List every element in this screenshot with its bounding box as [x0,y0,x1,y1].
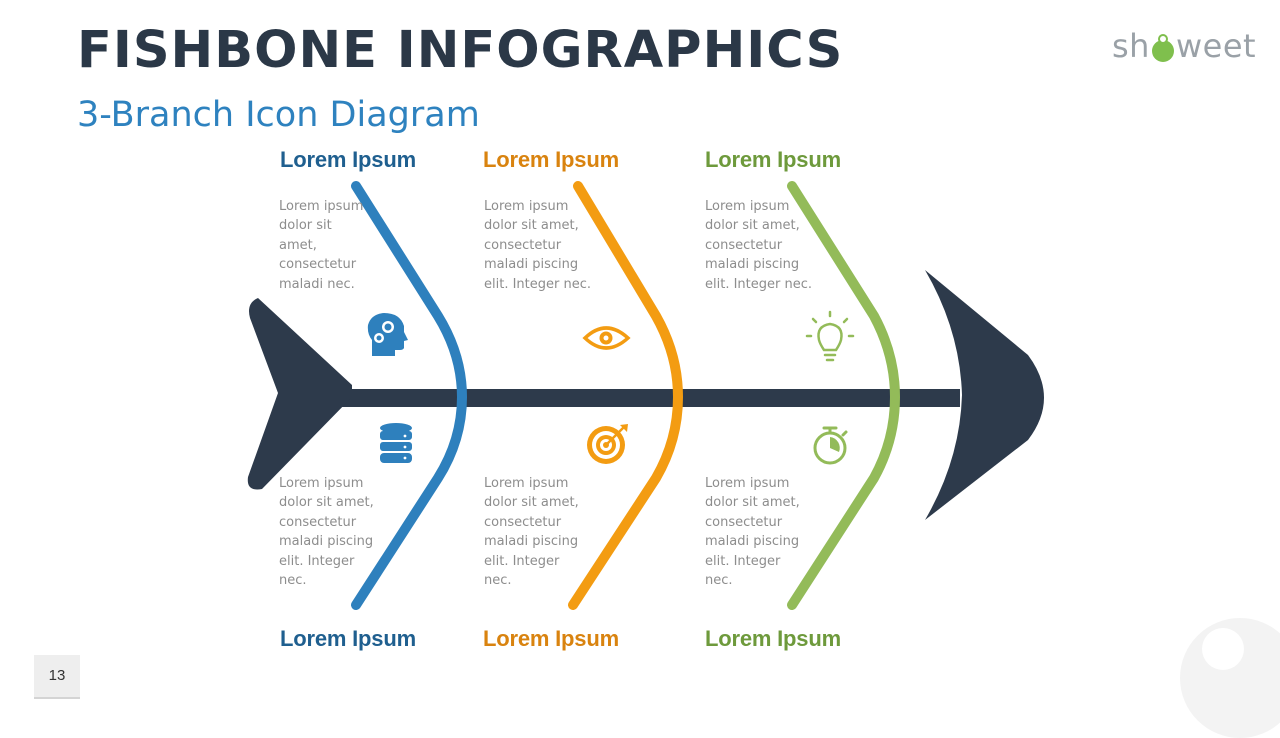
page-title: FISHBONE INFOGRAPHICS [77,21,844,80]
rib-orange [568,181,684,610]
rib-blue [351,181,468,610]
head-gears-icon [367,313,408,356]
database-icon [380,423,412,463]
eye-icon [582,326,631,350]
branch-1-bottom-title: Lorem Ipsum [280,626,416,651]
lightbulb-icon [805,310,855,362]
fish-tail [247,298,352,490]
branch-3-top-text: Lorem ipsum dolor sit amet, consectetur … [705,199,812,292]
target-icon [587,424,628,464]
branch-2-top-text: Lorem ipsum dolor sit amet, consectetur … [484,199,591,292]
stopwatch-icon [813,426,848,465]
brand-logo: showeet [1112,26,1256,66]
fish-head [925,270,1044,520]
branch-1-top-title: Lorem Ipsum [280,147,416,172]
logo-text-suffix: weet [1175,27,1257,65]
watermark-logo-icon [1180,618,1280,738]
branch-2-bottom-title: Lorem Ipsum [483,626,619,651]
rib-green [787,181,901,610]
branch-2-top-title: Lorem Ipsum [483,147,619,172]
logo-text-prefix: sh [1112,27,1150,65]
branch-3-bottom-text: Lorem ipsum dolor sit amet, consectetur … [705,476,800,589]
branch-3-top-title: Lorem Ipsum [705,147,841,172]
branch-1-top-text: Lorem ipsum dolor sit amet, consectetur … [279,199,364,292]
logo-mark-icon: o [1150,26,1176,66]
page-subtitle: 3-Branch Icon Diagram [77,95,480,135]
branch-3-bottom-title: Lorem Ipsum [705,626,841,651]
fish-spine [330,389,960,407]
branch-1-bottom-text: Lorem ipsum dolor sit amet, consectetur … [279,476,374,589]
branch-2-bottom-text: Lorem ipsum dolor sit amet, consectetur … [484,476,579,589]
fishbone-diagram [247,181,1044,610]
page-number: 13 [34,655,80,699]
